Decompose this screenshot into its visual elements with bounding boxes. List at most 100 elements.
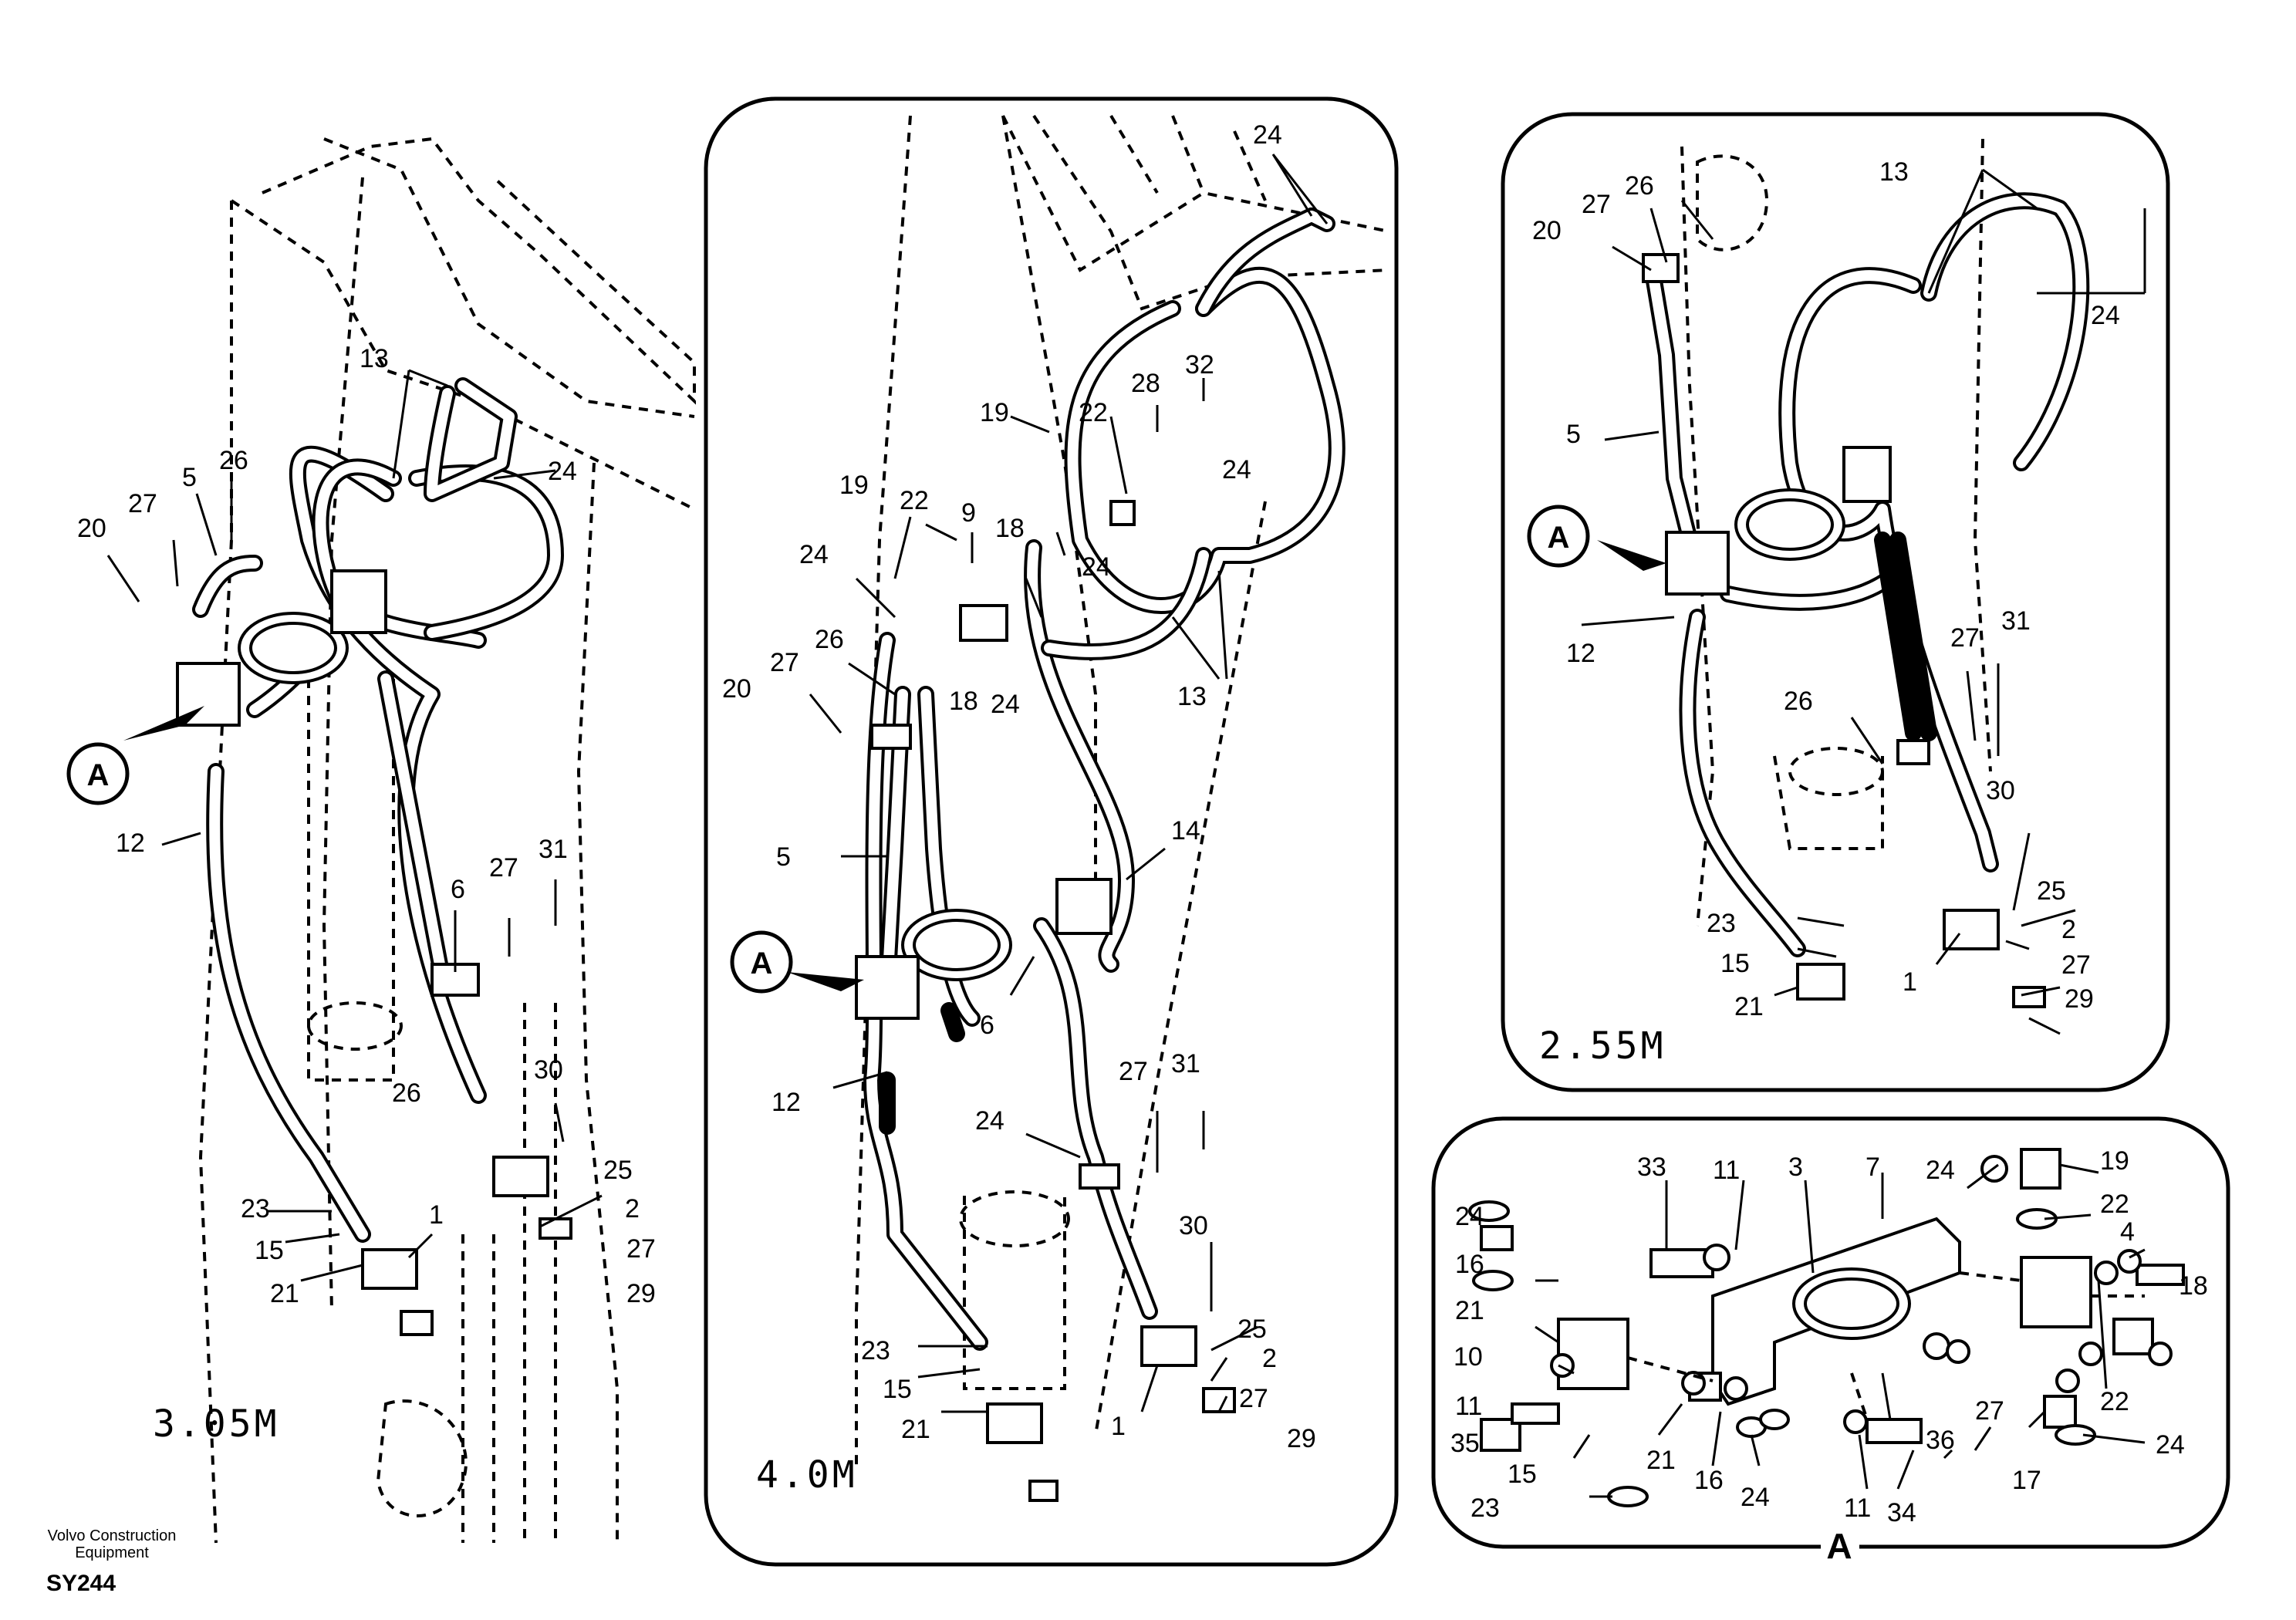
part-label: 20 (722, 674, 751, 704)
part-label: 26 (1784, 687, 1813, 716)
part-label: 30 (534, 1055, 563, 1085)
part-label: 27 (489, 853, 518, 883)
part-label: 23 (1707, 909, 1736, 938)
part-label: 22 (900, 486, 929, 515)
part-label: 22 (2100, 1387, 2129, 1416)
part-label: 30 (1986, 776, 2015, 805)
part-label: 21 (270, 1279, 299, 1308)
part-label: 22 (1079, 398, 1108, 427)
part-label: 12 (116, 829, 145, 858)
part-label: 24 (1926, 1156, 1955, 1185)
part-label: 7 (1866, 1153, 1880, 1182)
part-label: 27 (128, 489, 157, 518)
part-label: 18 (2179, 1271, 2208, 1301)
left-assembly (176, 137, 696, 1544)
part-label: 33 (1637, 1153, 1666, 1182)
part-labels-left: 13 26 5 27 20 24 12 6 27 31 30 26 25 2 2… (77, 344, 656, 1308)
part-label: 16 (1694, 1466, 1724, 1495)
scale-label-middle: 4.0M (756, 1453, 858, 1497)
scale-label-right: 2.55M (1539, 1024, 1666, 1068)
part-label: 21 (1646, 1446, 1676, 1475)
part-label: 14 (1171, 816, 1200, 845)
part-label: 11 (1713, 1156, 1740, 1185)
middle-panel-frame (704, 96, 1399, 1567)
part-label: 25 (2037, 876, 2066, 906)
part-label: 24 (975, 1106, 1004, 1136)
part-label: 20 (1532, 216, 1562, 245)
part-label: 18 (995, 514, 1025, 543)
part-label: 25 (1237, 1315, 1267, 1344)
part-label: 26 (815, 625, 844, 654)
part-label: 23 (241, 1194, 270, 1223)
part-label: 24 (799, 540, 829, 569)
scale-label-left: 3.05M (153, 1402, 280, 1446)
leader-lines (106, 154, 2146, 1498)
part-label: 13 (1177, 682, 1207, 711)
part-label: 12 (1566, 639, 1595, 668)
part-labels-detail: 24 33 11 3 7 24 19 16 22 4 21 18 10 11 2… (1450, 1146, 2208, 1527)
part-label: 29 (1287, 1424, 1316, 1453)
part-label: 11 (1455, 1392, 1482, 1421)
part-label: 26 (1625, 171, 1654, 201)
part-label: 6 (980, 1011, 994, 1040)
part-label: 3 (1788, 1153, 1803, 1182)
part-label: 26 (219, 446, 248, 475)
part-label: 27 (626, 1234, 656, 1264)
part-label: 21 (901, 1415, 930, 1444)
brand-name: Volvo Construction Equipment (23, 1527, 201, 1561)
view-arrow-icons (123, 540, 1666, 991)
part-label: 25 (603, 1156, 633, 1185)
part-label: 28 (1131, 369, 1160, 398)
part-label: 27 (1239, 1384, 1268, 1413)
part-label: 19 (2100, 1146, 2129, 1176)
part-label: 34 (1887, 1498, 1916, 1527)
part-label: 24 (2156, 1430, 2185, 1460)
diagram-code: SY244 (46, 1571, 116, 1596)
middle-panel (704, 96, 1399, 1567)
part-label: 13 (1879, 157, 1909, 187)
part-label: 30 (1179, 1211, 1208, 1240)
part-label: 4 (2120, 1217, 2135, 1247)
part-label: 2 (625, 1194, 640, 1223)
part-label: 22 (2100, 1190, 2129, 1219)
part-label: 35 (1450, 1429, 1480, 1458)
part-label: 5 (182, 463, 197, 492)
view-a-callouts: A A A (66, 505, 1590, 994)
part-label: 24 (1253, 120, 1282, 150)
part-label: 5 (1566, 420, 1581, 449)
part-label: 11 (1844, 1493, 1871, 1523)
part-label: 27 (2061, 950, 2091, 980)
part-label: 10 (1454, 1342, 1483, 1372)
brand-line-1: Volvo Construction (47, 1527, 177, 1544)
brand-line-2: Equipment (75, 1544, 149, 1561)
view-marker-right: A (1548, 521, 1570, 555)
part-labels-right: 13 26 27 20 24 5 12 31 27 6 26 30 25 23 … (1532, 157, 2120, 1021)
part-label: 6 (1901, 645, 1916, 674)
part-label: 5 (776, 842, 791, 872)
right-panel-frame (1501, 112, 2170, 1092)
part-label: 18 (949, 687, 978, 716)
part-label: 24 (991, 690, 1020, 719)
part-label: 23 (1470, 1493, 1500, 1523)
part-label: 31 (1171, 1049, 1200, 1078)
part-label: 1 (1111, 1412, 1126, 1441)
part-label: 20 (77, 514, 106, 543)
part-label: 1 (1903, 967, 1917, 997)
detail-panel (1431, 1116, 2230, 1551)
part-labels-middle: 24 32 28 19 22 24 19 22 9 18 24 24 26 27… (722, 120, 1316, 1453)
part-label: 27 (1582, 190, 1611, 219)
part-label: 24 (548, 457, 577, 486)
part-label: 21 (1455, 1296, 1484, 1325)
part-label: 27 (1975, 1396, 2004, 1426)
view-marker-middle: A (751, 947, 773, 980)
part-label: 24 (1082, 552, 1111, 582)
part-label: 17 (2012, 1466, 2041, 1495)
part-label: 29 (626, 1279, 656, 1308)
part-label: 6 (451, 875, 465, 904)
part-label: 24 (1741, 1483, 1770, 1512)
view-marker-left: A (87, 758, 110, 792)
part-label: 31 (539, 835, 568, 864)
part-label: 15 (1508, 1460, 1537, 1489)
part-label: 15 (1720, 949, 1750, 978)
